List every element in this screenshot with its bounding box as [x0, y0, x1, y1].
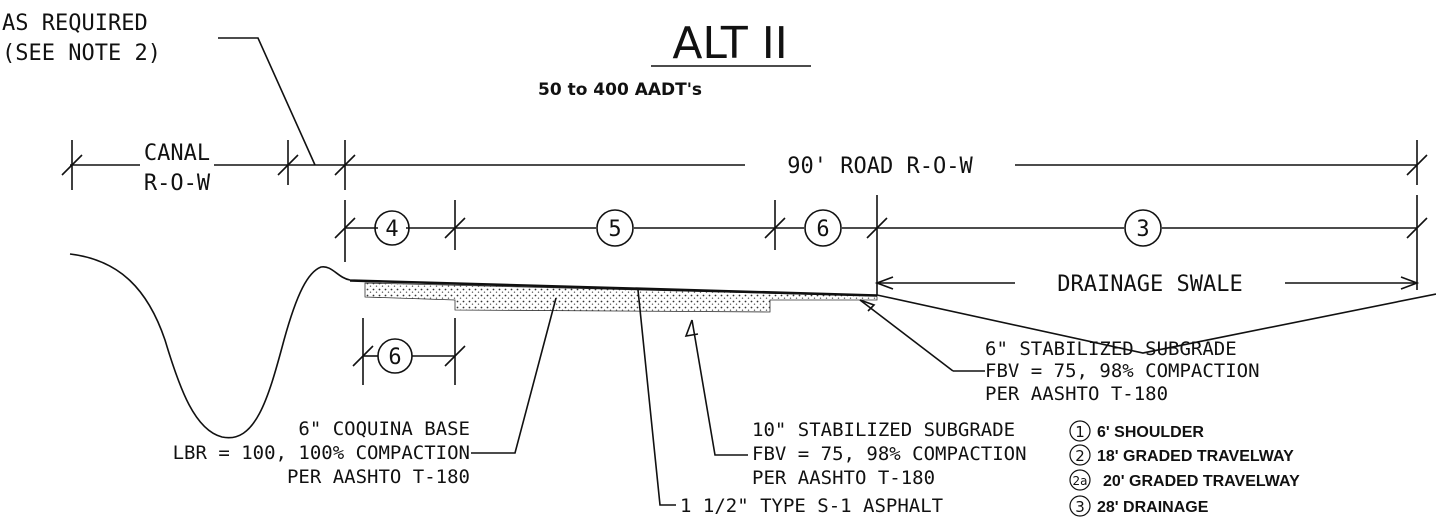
asphalt-label: 1 1/2" TYPE S-1 ASPHALT: [680, 495, 943, 517]
coquina-line1: 6" COQUINA BASE: [298, 418, 470, 440]
stab10-leader: [691, 319, 748, 456]
segment-4-label: 4: [385, 217, 398, 242]
pavement-layers: [364, 282, 878, 313]
segment-6-label: 6: [816, 217, 829, 242]
lower-6-dimension: [352, 318, 466, 385]
legend-item-2a: 20' GRADED TRAVELWAY: [1103, 473, 1300, 490]
legend-mark-3-circle: [1069, 495, 1091, 517]
legend-mark-2a-circle: [1069, 469, 1091, 491]
note-as-required-line2: (SEE NOTE 2): [2, 41, 161, 66]
swale-dimension-line: [874, 276, 1420, 290]
segment-3-label: 3: [1136, 217, 1149, 242]
lower-6-label: 6: [388, 345, 401, 370]
row-dimension-line: [61, 140, 1428, 190]
note-as-required-line1: AS REQUIRED: [2, 11, 148, 36]
stab10-line3: PER AASHTO T-180: [752, 467, 935, 489]
segment-dimension-line: [334, 195, 1428, 295]
legend-mark-3: 3: [1075, 498, 1085, 516]
asphalt-leader: [637, 289, 676, 506]
segment-3-marker: [1124, 209, 1162, 247]
legend-item-1: 6' SHOULDER: [1097, 424, 1204, 441]
stab6-leader: [859, 299, 954, 372]
legend-mark-2-circle: [1069, 444, 1091, 466]
coquina-line3: PER AASHTO T-180: [287, 466, 470, 488]
legend-mark-2: 2: [1075, 447, 1085, 465]
segment-5-label: 5: [608, 217, 621, 242]
segment-6-marker: [804, 209, 842, 247]
canal-row-line1: CANAL: [144, 141, 210, 166]
asphalt-surface: [349, 280, 878, 297]
drainage-swale-label: DRAINAGE SWALE: [1057, 272, 1242, 297]
ground-profile: [69, 253, 1436, 439]
canal-row-line2: R-O-W: [144, 171, 211, 196]
stab10-line1: 10" STABILIZED SUBGRADE: [752, 419, 1015, 441]
stab10-line2: FBV = 75, 98% COMPACTION: [752, 443, 1027, 465]
legend: 1 6' SHOULDER 2 18' GRADED TRAVELWAY 2a …: [1069, 420, 1300, 517]
legend-item-3: 28' DRAINAGE: [1097, 499, 1209, 516]
segment-5-marker: [596, 209, 634, 247]
segment-4-marker: [374, 210, 410, 246]
stab6-line2: FBV = 75, 98% COMPACTION: [985, 360, 1260, 382]
stab6-line1: 6" STABILIZED SUBGRADE: [985, 338, 1237, 360]
stab6-line3: PER AASHTO T-180: [985, 383, 1168, 405]
legend-mark-2a: 2a: [1073, 474, 1088, 488]
legend-mark-1: 1: [1075, 423, 1085, 441]
coquina-line2: LBR = 100, 100% COMPACTION: [173, 442, 470, 464]
stab10-arrow: [684, 319, 699, 338]
coquina-leader: [471, 297, 557, 454]
note-leader-line: [218, 37, 316, 166]
legend-mark-1-circle: [1069, 420, 1091, 442]
legend-item-2: 18' GRADED TRAVELWAY: [1097, 448, 1294, 465]
stab6-arrow: [859, 299, 876, 312]
lower-6-marker: [377, 338, 413, 374]
road-row-label: 90' ROAD R-O-W: [787, 154, 973, 179]
drawing-subtitle: 50 to 400 AADT's: [538, 80, 702, 100]
drawing-title: ALT II: [672, 18, 787, 69]
